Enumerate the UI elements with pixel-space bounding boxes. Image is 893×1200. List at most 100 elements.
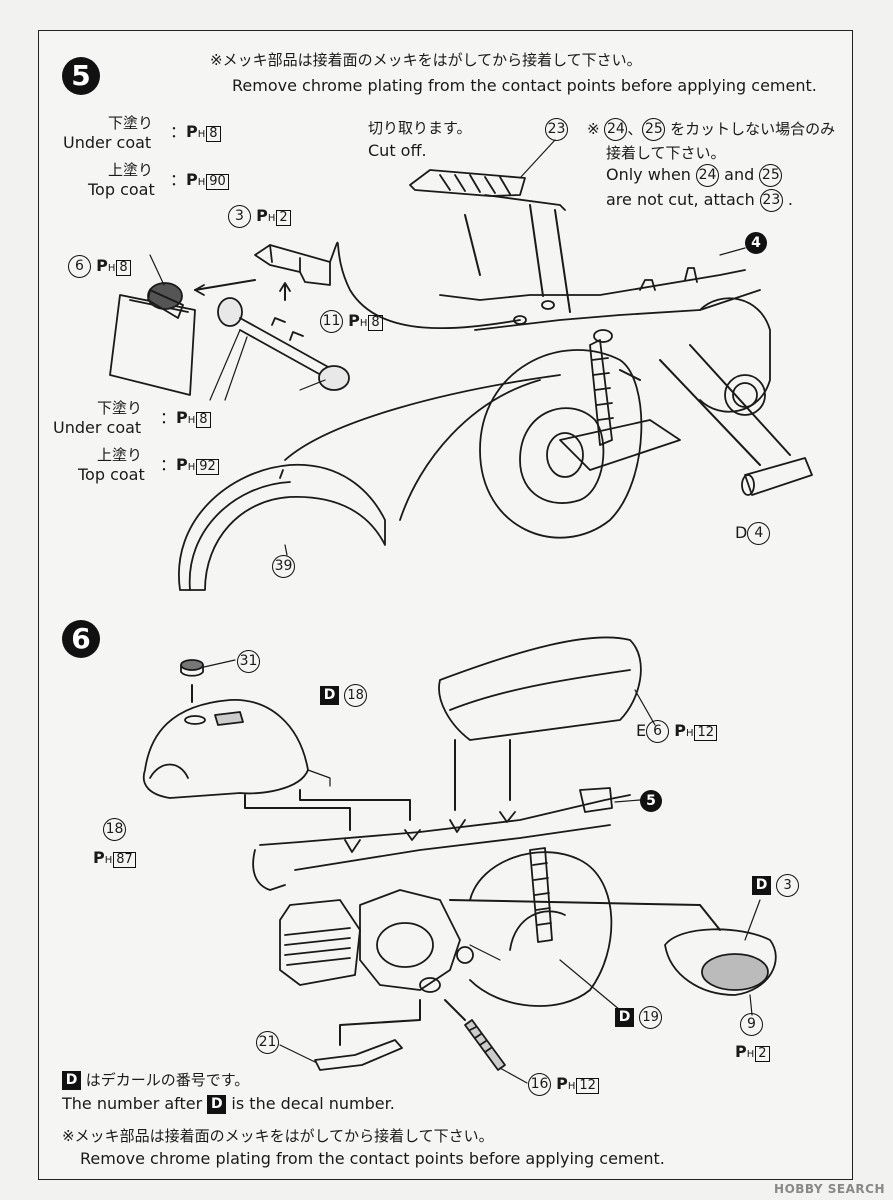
arrow-rack-2 <box>529 204 544 297</box>
note-bottom-jp: ※メッキ部品は接着面のメッキをはがしてから接着して下さい。 <box>62 1127 494 1145</box>
arrow-head-2 <box>279 282 291 292</box>
arrow-head <box>194 284 205 296</box>
leader-4 <box>719 247 746 256</box>
under-coat-en: Under coat <box>63 133 152 152</box>
cond-en-line2: are not cut, attach 23 . <box>606 189 793 212</box>
bracket-3 <box>254 244 331 286</box>
cut-off-en: Cut off. <box>368 141 427 160</box>
engine <box>279 889 474 993</box>
leader-31 <box>203 659 236 668</box>
leader-39 <box>284 544 288 556</box>
part-9-callout: 9 <box>740 1013 763 1036</box>
leader-23 <box>519 139 556 179</box>
leader-topcoat <box>149 254 165 286</box>
part-31-callout: 31 <box>237 650 260 673</box>
paint-icon: PH <box>186 122 206 141</box>
decal-legend-jp: D はデカールの番号です。 <box>62 1070 249 1090</box>
arrow-line <box>194 279 256 291</box>
frame-6 <box>252 787 631 891</box>
tank-cap-31 <box>180 659 204 677</box>
cond-jp-line2: 接着して下さい。 <box>606 144 726 162</box>
leader-lines <box>209 329 326 401</box>
cut-off-jp: 切り取ります。 <box>368 119 472 137</box>
headlight-cover-6 <box>109 294 196 396</box>
headlight-lens <box>147 282 184 319</box>
leader-bracket <box>329 241 521 330</box>
arrow-plug <box>444 999 466 1021</box>
muffler-part <box>741 457 813 496</box>
top-coat-en: Top coat <box>88 180 155 199</box>
leader-9 <box>749 994 753 1016</box>
arrow-fender <box>284 374 561 461</box>
spark-plug-16 <box>464 1019 506 1071</box>
leader-seat <box>634 689 656 726</box>
ref-5-badge: 5 <box>640 790 662 812</box>
kick-lever-21 <box>314 1039 403 1071</box>
decal-legend-en: The number after D is the decal number. <box>62 1094 395 1114</box>
leader-5 <box>614 799 641 803</box>
decal-18-label: D 18 <box>320 684 368 707</box>
rear-rack-23 <box>409 169 566 211</box>
decal-19-label: D 19 <box>615 1006 663 1029</box>
arrow-kick <box>339 999 421 1046</box>
watermark: HOBBY SEARCH <box>774 1182 885 1196</box>
lower-top-en: Top coat <box>78 465 145 484</box>
arrow-taillight <box>449 899 721 931</box>
leader-d19 <box>469 944 621 1011</box>
seat-6 <box>438 636 642 741</box>
step-6-badge: 6 <box>62 620 100 658</box>
arrow-small <box>619 369 641 381</box>
tail-light-9 <box>664 928 777 996</box>
top-coat-jp: 上塗り <box>108 161 154 179</box>
part-18-callout: 18 <box>103 818 126 841</box>
lamp-stay-11 <box>217 297 350 391</box>
part-39-callout: 39 <box>272 555 295 578</box>
leader-d3 <box>744 899 761 941</box>
note-top-en: Remove chrome plating from the contact p… <box>232 76 817 95</box>
note-top-jp: ※メッキ部品は接着面のメッキをはがしてから接着して下さい。 <box>210 51 642 69</box>
frame <box>439 267 771 416</box>
ref-4-badge: 4 <box>745 232 767 254</box>
arrow-rack-1 <box>464 214 481 276</box>
leader-16 <box>499 1067 528 1084</box>
note-bottom-en: Remove chrome plating from the contact p… <box>80 1149 665 1168</box>
decal-3-label: D 3 <box>752 874 800 897</box>
rear-wheel <box>479 349 643 539</box>
rear-shock-6 <box>529 847 553 943</box>
cond-en-line1: Only when 24 and 25 <box>606 164 783 187</box>
arrow-muffler <box>659 344 791 466</box>
part-23-callout: 23 <box>545 118 568 141</box>
rear-shock <box>589 329 614 446</box>
part-21-callout: 21 <box>256 1031 279 1054</box>
lower-under-jp: 下塗り <box>97 399 143 417</box>
step-5-badge: 5 <box>62 57 100 95</box>
lower-under-en: Under coat <box>53 418 142 437</box>
lower-top-jp: 上塗り <box>97 446 143 464</box>
arrow-seat <box>454 739 511 811</box>
swingarm <box>559 419 681 471</box>
instruction-sheet <box>38 30 853 1180</box>
arrow-rack-3 <box>554 209 571 313</box>
leader-d18 <box>307 769 331 787</box>
cond-jp-line1: ※ 24、25 をカットしない場合のみ <box>587 118 835 141</box>
fuel-tank-18 <box>142 699 309 799</box>
arrow-tank <box>244 789 411 831</box>
leader-fender <box>399 379 541 521</box>
rear-fender-39 <box>178 463 386 591</box>
leader-21 <box>279 1044 316 1063</box>
under-coat-jp: 下塗り <box>108 114 154 132</box>
rear-wheel-6 <box>469 851 613 1007</box>
